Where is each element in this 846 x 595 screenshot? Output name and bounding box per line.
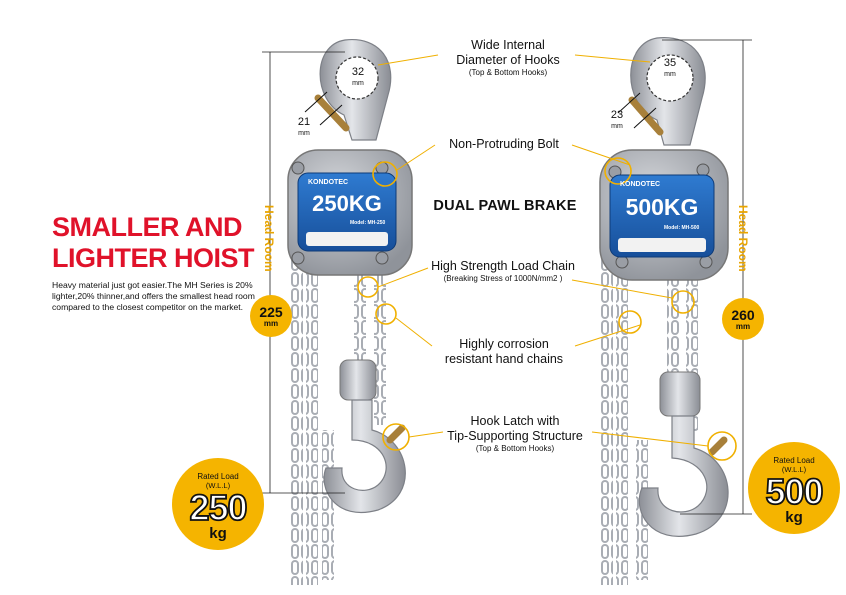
description: Heavy material just got easier.The MH Se… <box>52 280 255 312</box>
left-head-room-label: Head Room <box>262 205 276 272</box>
left-brand: KONDOTEC <box>308 179 348 186</box>
right-hand-chain-marker <box>618 310 642 334</box>
left-bottom-block <box>339 359 377 401</box>
left-head-room-badge: 225 mm <box>250 295 292 337</box>
right-chain-marker <box>671 290 695 314</box>
right-bottom-hook <box>638 415 729 537</box>
headline-line-2: LIGHTER HOIST <box>52 243 255 273</box>
right-hand-chain-1 <box>601 250 613 585</box>
right-plate-text: KONDOTEC 500KG Model: MH-500 <box>620 181 700 231</box>
left-name-plate <box>297 172 397 252</box>
leader-lines <box>377 54 709 447</box>
right-brand: KONDOTEC <box>620 181 660 188</box>
right-hand-chain-2 <box>616 250 628 585</box>
right-hoist <box>599 37 752 585</box>
right-bottom-block <box>659 371 701 417</box>
callout-hand-chain: Highly corrosion resistant hand chains <box>444 337 564 366</box>
left-hoist <box>262 39 413 585</box>
callout-hook-diameter: Wide Internal Diameter of Hooks (Top & B… <box>456 38 560 77</box>
left-load-chain <box>354 255 366 375</box>
left-plate-text: KONDOTEC 250KG Model: MH-250 <box>308 179 386 226</box>
left-bolt-marker <box>372 161 398 187</box>
left-hand-chain-1 <box>291 240 303 585</box>
right-head-room-label: Head Room <box>736 205 750 272</box>
left-rated-load-badge: Rated Load (W.L.L) 250 kg <box>172 458 264 550</box>
callout-hook-latch: Hook Latch with Tip-Supporting Structure… <box>447 414 583 453</box>
left-model: Model: MH-250 <box>350 220 386 226</box>
right-model: Model: MH-500 <box>664 225 700 231</box>
left-hand-chain-marker <box>375 303 397 325</box>
callout-bolt: Non-Protruding Bolt <box>449 137 559 151</box>
right-bolt-marker <box>604 157 632 185</box>
left-hook-opening-line <box>304 91 328 113</box>
right-name-plate <box>609 174 715 258</box>
right-rated-load-badge: Rated Load (W.L.L) 500 kg <box>748 442 840 534</box>
left-hook-diameter-marker <box>335 56 379 100</box>
right-head-room-badge: 260 mm <box>722 298 764 340</box>
callout-dual-pawl-brake: DUAL PAWL BRAKE <box>433 198 577 214</box>
left-capacity-label: 250KG <box>312 191 382 216</box>
right-hook-diameter-marker <box>646 54 694 102</box>
callout-load-chain: High Strength Load Chain (Breaking Stres… <box>431 259 575 283</box>
left-hook-latch-top <box>314 94 350 132</box>
left-bottom-hook <box>323 399 406 513</box>
right-capacity-label: 500KG <box>626 194 699 220</box>
left-hand-chain-2 <box>306 240 318 585</box>
headline-line-1: SMALLER AND <box>52 212 243 242</box>
headline: SMALLER AND LIGHTER HOIST <box>52 212 255 274</box>
